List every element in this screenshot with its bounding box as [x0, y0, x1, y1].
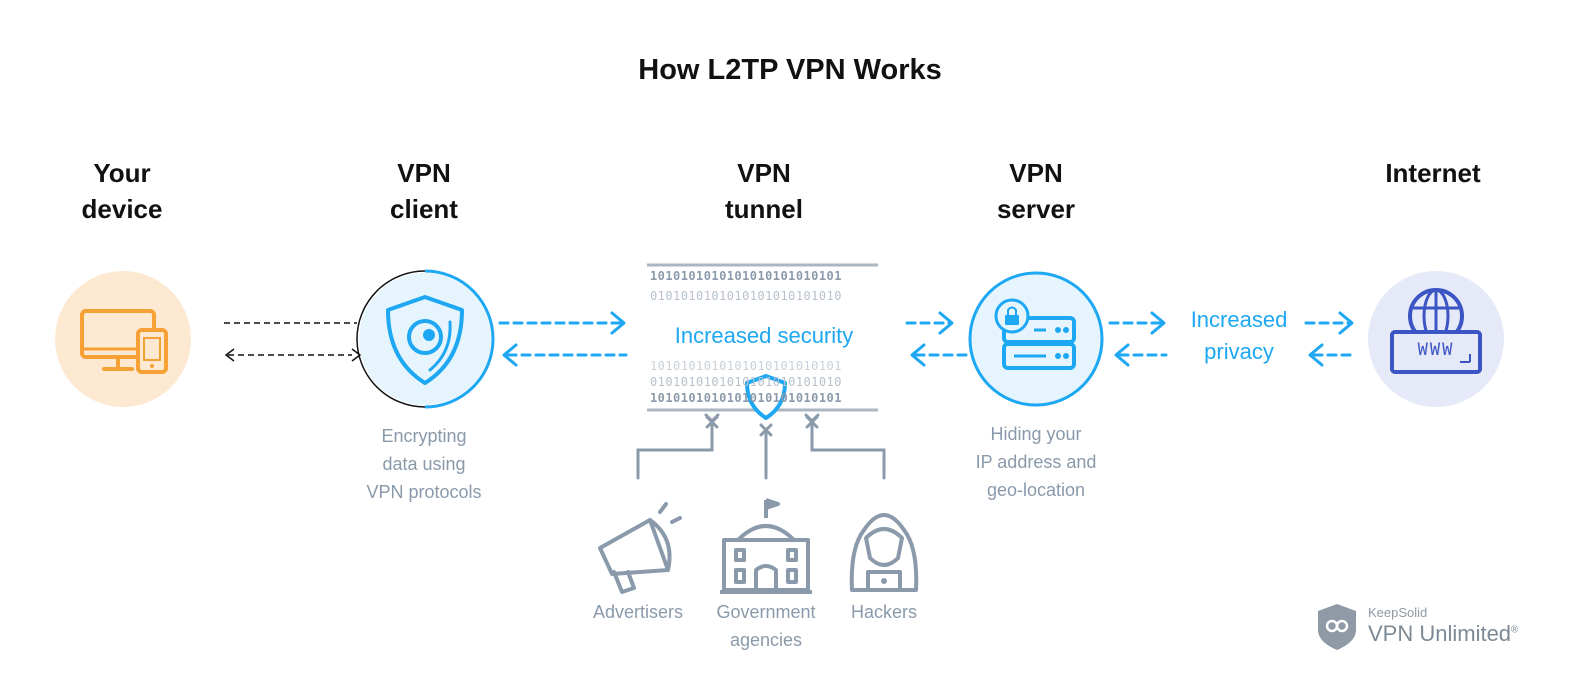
diagram-title: How L2TP VPN Works	[638, 54, 942, 86]
device-client-arrows	[224, 322, 362, 362]
privacy-label-line1: Increased	[1190, 307, 1288, 332]
brand-name: VPN Unlimited	[1368, 621, 1512, 646]
server-caption-line: geo-location	[986, 480, 1086, 500]
heading-your-device: Your device	[62, 155, 182, 227]
globe-www-icon	[1368, 271, 1504, 407]
keepsolid-logo-icon	[1318, 604, 1356, 650]
heading-vpn-client: VPN client	[364, 155, 484, 227]
heading-vpn-tunnel-line1: VPN	[737, 158, 791, 188]
tunnel-label: Increased security	[650, 320, 878, 352]
privacy-internet-arrows	[1304, 311, 1356, 367]
client-caption-line: data using	[382, 454, 466, 474]
government-building-icon	[720, 498, 812, 594]
heading-vpn-tunnel-line2: tunnel	[725, 194, 803, 224]
threat-government: Government agencies	[700, 598, 832, 654]
privacy-label: Increased privacy	[1172, 304, 1306, 368]
heading-your-device-line1: Your	[93, 158, 151, 188]
heading-internet: Internet	[1363, 155, 1503, 191]
heading-vpn-server-line2: server	[996, 194, 1076, 224]
binary-row: 0101010101010101010101010	[650, 375, 842, 389]
server-caption-line: Hiding your	[990, 424, 1082, 444]
heading-vpn-client-line2: client	[390, 194, 458, 224]
binary-row: 0101010101010101010101010	[650, 289, 842, 303]
tunnel-server-arrows	[905, 311, 968, 367]
threat-government-label-line1: Government	[716, 602, 816, 622]
hacker-icon	[849, 513, 919, 592]
threat-advertisers: Advertisers	[578, 598, 698, 626]
server-caption-line: IP address and	[975, 452, 1097, 472]
threat-advertisers-label: Advertisers	[592, 602, 684, 622]
threat-hackers: Hackers	[834, 598, 934, 626]
server-lock-icon	[968, 271, 1104, 407]
binary-row: 1010101010101010101010101	[650, 269, 842, 283]
client-caption-line: Encrypting	[381, 426, 467, 446]
tunnel-shield-icon	[745, 374, 787, 420]
client-caption-line: VPN protocols	[366, 482, 482, 502]
client-caption: Encrypting data using VPN protocols	[334, 422, 514, 506]
brand-keepsolid: KeepSolid	[1368, 605, 1428, 620]
binary-rows: 1010101010101010101010101 01010101010101…	[650, 269, 878, 405]
server-privacy-arrows	[1108, 311, 1168, 367]
threat-connectors	[636, 413, 886, 480]
devices-icon	[55, 271, 191, 407]
server-caption: Hiding your IP address and geo-location	[946, 420, 1126, 504]
binary-row: 1010101010101010101010101	[650, 391, 842, 405]
heading-vpn-client-line1: VPN	[397, 158, 451, 188]
brand-vpn-unlimited: VPN Unlimited®	[1368, 621, 1518, 647]
heading-vpn-server: VPN server	[976, 155, 1096, 227]
threat-hackers-label: Hackers	[850, 602, 917, 622]
shield-eye-icon	[356, 269, 495, 409]
heading-vpn-tunnel: VPN tunnel	[704, 155, 824, 227]
heading-vpn-server-line1: VPN	[1009, 158, 1063, 188]
www-text: WWW	[1417, 340, 1455, 360]
threat-government-label-line2: agencies	[729, 630, 803, 650]
heading-internet-line1: Internet	[1385, 158, 1481, 188]
heading-your-device-line2: device	[81, 194, 163, 224]
privacy-label-line2: privacy	[1204, 339, 1274, 364]
client-tunnel-arrows	[498, 311, 628, 367]
megaphone-icon	[598, 502, 682, 594]
brand-registered-mark: ®	[1511, 624, 1519, 636]
binary-row: 1010101010101010101010101	[650, 359, 842, 373]
